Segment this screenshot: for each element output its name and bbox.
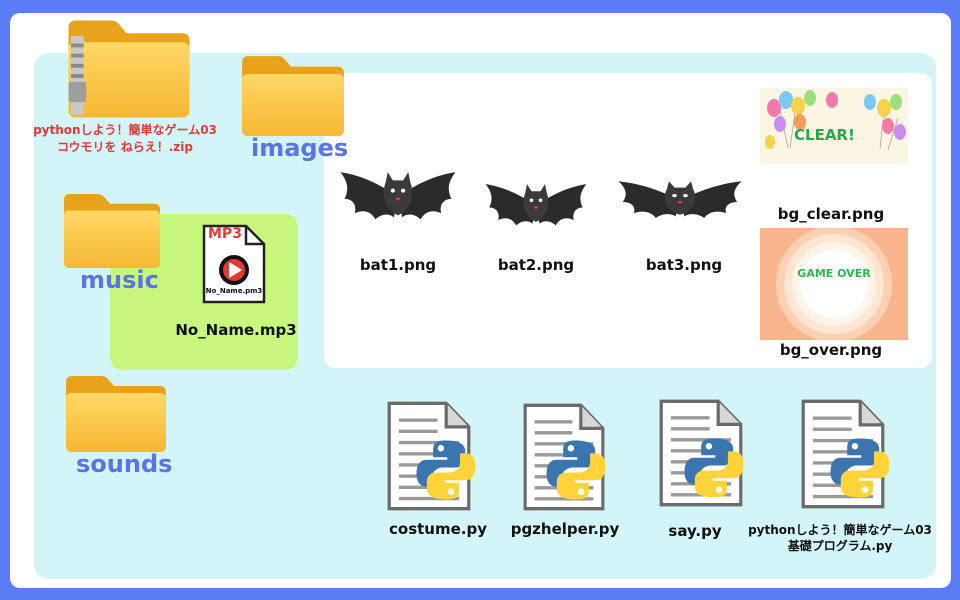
python-logo-icon xyxy=(544,438,608,502)
mp3-file-label: No_Name.mp3 xyxy=(175,321,297,339)
main-program-py-label-line1: pythonしよう！簡単なゲーム03 xyxy=(748,523,932,537)
images-folder-icon[interactable] xyxy=(240,54,346,138)
bg-clear-file-label: bg_clear.png xyxy=(777,205,885,223)
python-logo-icon xyxy=(828,436,892,500)
say-py-icon[interactable] xyxy=(658,398,744,508)
mp3-file-icon[interactable]: MP3 No_Name.pm3 xyxy=(202,224,266,304)
bat1-file-label: bat1.png xyxy=(359,256,437,274)
zip-file-label-line1: pythonしよう！簡単なゲーム03 xyxy=(33,123,217,137)
bat3-file-label: bat3.png xyxy=(645,256,723,274)
bg-clear-thumbnail[interactable]: CLEAR! xyxy=(760,88,908,164)
music-folder-icon[interactable] xyxy=(62,192,162,270)
zip-folder-icon[interactable] xyxy=(66,18,192,120)
sounds-folder-label: sounds xyxy=(76,450,173,478)
python-logo-icon xyxy=(682,436,746,500)
images-folder-label: images xyxy=(251,134,349,162)
bat1-image[interactable] xyxy=(336,168,460,240)
pgzhelper-py-icon[interactable] xyxy=(522,402,606,512)
main-program-py-icon[interactable] xyxy=(800,398,886,510)
pgzhelper-py-label: pgzhelper.py xyxy=(510,520,620,538)
python-logo-icon xyxy=(414,438,478,502)
costume-py-label: costume.py xyxy=(389,520,487,538)
game-over-thumbnail-text: GAME OVER xyxy=(797,267,871,280)
clear-thumbnail-text: CLEAR! xyxy=(794,126,855,144)
sounds-folder-icon[interactable] xyxy=(64,374,168,454)
bat2-image[interactable] xyxy=(482,180,590,244)
mp3-icon-caption: No_Name.pm3 xyxy=(205,287,263,295)
main-program-py-label-line2: 基礎プログラム.py xyxy=(787,539,893,553)
bg-over-thumbnail[interactable]: GAME OVER xyxy=(760,228,908,340)
main-program-py-label: pythonしよう！簡単なゲーム03 基礎プログラム.py xyxy=(740,522,940,554)
bat2-file-label: bat2.png xyxy=(497,256,575,274)
mp3-tag: MP3 xyxy=(208,226,242,242)
music-folder-label: music xyxy=(80,266,159,294)
say-py-label: say.py xyxy=(668,522,722,540)
zip-file-label-line2: コウモリを ねらえ！.zip xyxy=(57,140,193,154)
bg-over-file-label: bg_over.png xyxy=(779,341,883,359)
zip-file-label: pythonしよう！簡単なゲーム03 コウモリを ねらえ！.zip xyxy=(20,122,230,156)
costume-py-icon[interactable] xyxy=(386,400,472,512)
bat3-image[interactable] xyxy=(614,178,746,234)
